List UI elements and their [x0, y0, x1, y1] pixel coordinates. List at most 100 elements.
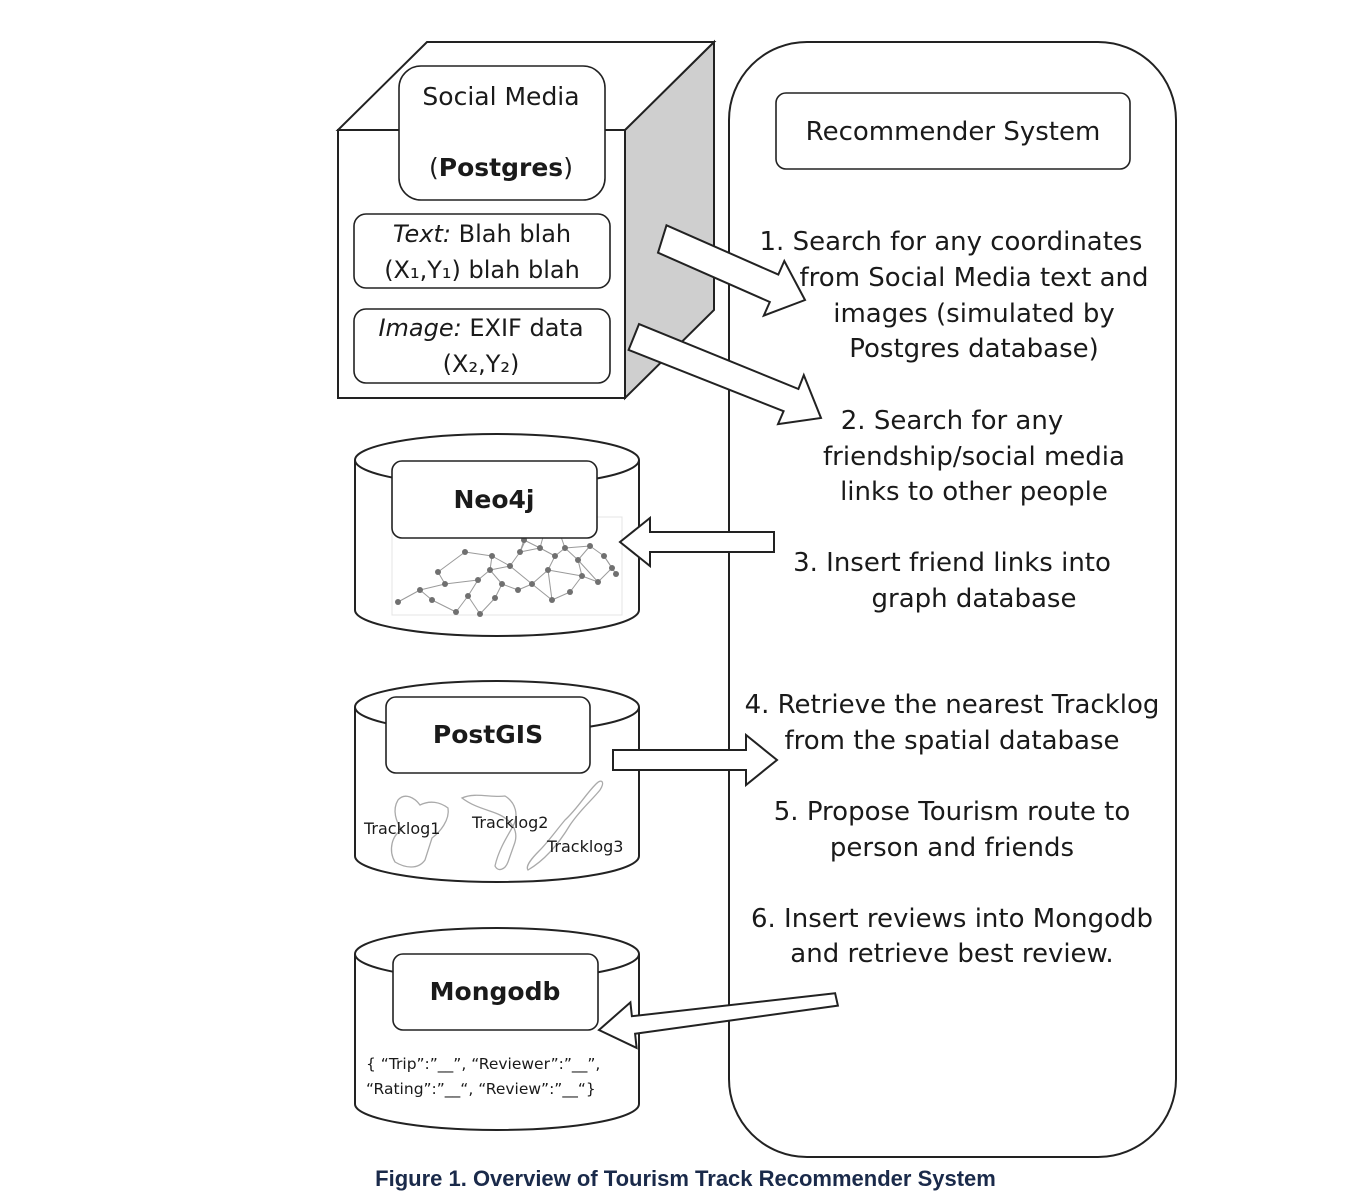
postgis-cylinder: PostGIS Tracklog1 Tracklog2 Tracklog3 — [354, 680, 640, 883]
text-data-box — [353, 213, 611, 289]
step1-line3: images (simulated by — [833, 299, 1115, 329]
graph-node — [552, 553, 558, 559]
recommender-steps: 1. Search for any coordinates from Socia… — [745, 227, 1160, 969]
graph-node — [453, 609, 459, 615]
graph-node — [609, 565, 615, 571]
postgis-label-box — [385, 696, 591, 774]
graph-edge — [551, 591, 571, 601]
step6-line2: and retrieve best review. — [790, 939, 1113, 969]
recommender-system-panel — [728, 41, 1177, 1158]
step2-line3: links to other people — [840, 477, 1108, 507]
recommender-title: Recommender System — [806, 117, 1101, 147]
social-media-box — [398, 65, 606, 201]
graph-node — [492, 595, 498, 601]
tracklog2-shape — [460, 794, 517, 871]
graph-edge — [597, 567, 613, 583]
image-data-box — [353, 308, 611, 384]
step1-line1: 1. Search for any coordinates — [760, 227, 1143, 257]
text-box-line2: (X₁,Y₁) blah blah — [384, 256, 580, 284]
social-media-title: Social Media — [422, 82, 579, 111]
graph-node — [487, 567, 493, 573]
graph-node — [465, 593, 471, 599]
graph-edge — [464, 551, 493, 557]
graph-edge — [564, 545, 591, 549]
graph-node — [601, 553, 607, 559]
graph-node — [507, 563, 513, 569]
postgres-label: (Postgres) — [429, 153, 573, 182]
text-box-label: Text: — [393, 220, 451, 248]
graph-node — [595, 579, 601, 585]
neo4j-cylinder: Neo4j — [354, 433, 640, 637]
graph-node — [567, 589, 573, 595]
mongodb-doc-line2: “Rating”:”__“, “Review”:”__“} — [366, 1080, 596, 1099]
step5-line1: 5. Propose Tourism route to — [774, 797, 1131, 827]
social-media-cube: Social Media (Postgres) Text: Blah blah … — [335, 39, 717, 401]
graph-edge — [509, 565, 533, 585]
step4-line2: from the spatial database — [784, 726, 1119, 756]
step5-line2: person and friends — [830, 833, 1074, 863]
image-box-line1: Image: EXIF data — [378, 314, 583, 342]
graph-edge — [489, 569, 503, 585]
graph-node — [499, 581, 505, 587]
graph-node — [587, 543, 593, 549]
graph-node — [613, 571, 619, 577]
graph-node — [395, 599, 401, 605]
graph-node — [462, 549, 468, 555]
graph-edge — [431, 599, 457, 613]
image-box-line2: (X₂,Y₂) — [443, 350, 520, 378]
graph-edge — [397, 589, 421, 603]
arrow-postgis-to-step4 — [612, 732, 779, 788]
graph-edge — [577, 559, 599, 583]
graph-edge — [479, 597, 496, 615]
graph-edge — [531, 569, 549, 585]
graph-node — [429, 597, 435, 603]
tracklog3-label: Tracklog3 — [546, 837, 623, 856]
graph-node — [475, 577, 481, 583]
graph-edge — [547, 569, 583, 577]
tracklog1-shape — [390, 795, 449, 868]
graph-edge — [467, 595, 481, 615]
image-box-label: Image: — [378, 314, 461, 342]
graph-node — [537, 545, 543, 551]
neo4j-label: Neo4j — [453, 485, 534, 514]
graph-node — [545, 567, 551, 573]
step3-line1: 3. Insert friend links into — [793, 548, 1111, 578]
graph-edge — [437, 551, 466, 573]
graph-node — [579, 573, 585, 579]
tracklog3-shape — [526, 780, 604, 871]
arrow-text-to-step1 — [656, 223, 807, 318]
recommender-title-box — [775, 92, 1131, 170]
step6-line1: 6. Insert reviews into Mongodb — [751, 904, 1153, 934]
step1-line4: Postgres database) — [849, 334, 1099, 364]
graph-node — [515, 587, 521, 593]
mongodb-label-box — [392, 953, 599, 1031]
graph-edge — [577, 545, 591, 561]
graph-edge — [455, 595, 469, 613]
graph-edge — [419, 583, 446, 591]
postgres-db-name: Postgres — [439, 153, 563, 182]
graph-node — [442, 581, 448, 587]
graph-node — [477, 611, 483, 617]
graph-edge — [489, 565, 511, 571]
arrow-step3-to-neo4j — [618, 515, 775, 569]
system-overview-diagram: Recommender System 1. Search for any coo… — [335, 39, 1177, 1158]
mongodb-doc-line1: { “Trip”:”__”, “Reviewer”:”__”, — [366, 1055, 600, 1074]
arrow-image-to-step2 — [627, 322, 823, 426]
tracklog1-label: Tracklog1 — [363, 819, 440, 838]
step1-line2: from Social Media text and — [800, 263, 1149, 293]
neo4j-label-box — [391, 460, 598, 539]
graph-edge — [467, 579, 479, 597]
graph-edge — [444, 579, 479, 585]
graph-edge — [531, 583, 553, 601]
graph-node — [489, 553, 495, 559]
figure-caption: Figure 1. Overview of Tourism Track Reco… — [375, 1166, 996, 1191]
graph-edge — [491, 555, 511, 567]
step2-line1: 2. Search for any — [841, 406, 1063, 436]
graph-node — [562, 545, 568, 551]
graph-node — [435, 569, 441, 575]
graph-edge — [547, 569, 553, 601]
text-box-rest: Blah blah — [451, 220, 571, 248]
graph-node — [575, 557, 581, 563]
graph-edge — [569, 575, 583, 593]
mongodb-label: Mongodb — [430, 977, 561, 1006]
